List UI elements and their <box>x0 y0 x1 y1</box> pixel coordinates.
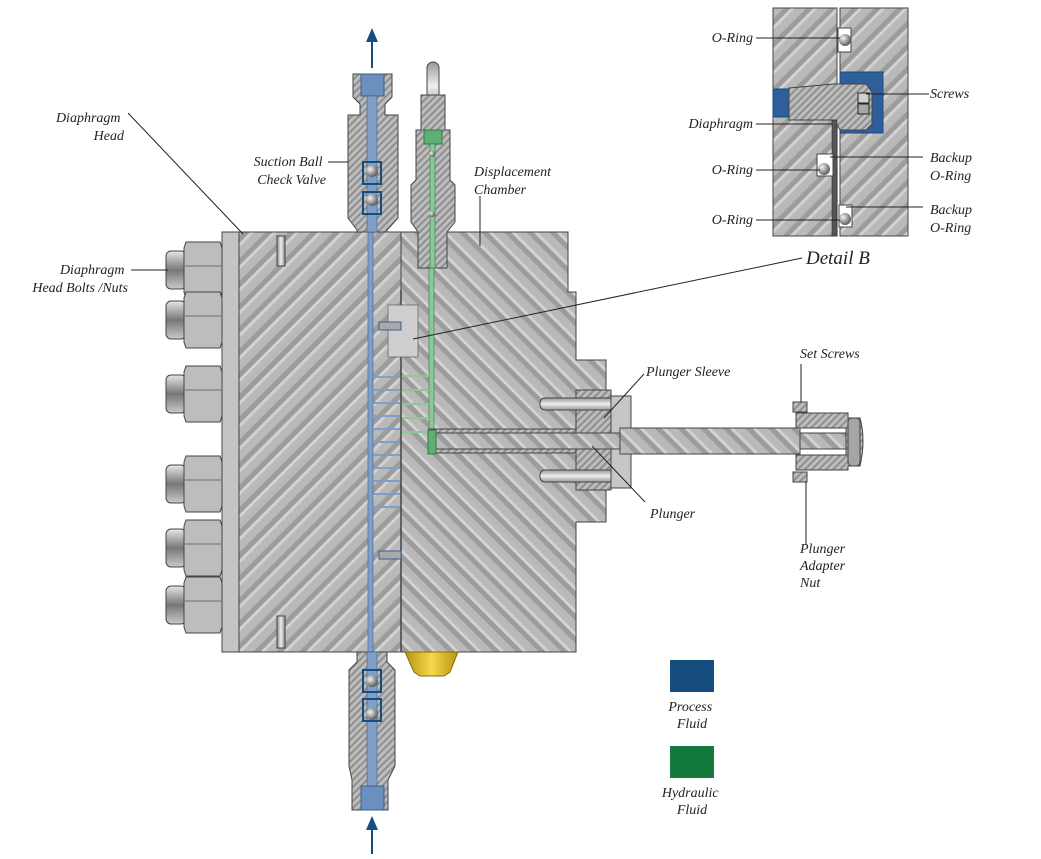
hex-nut <box>183 241 223 299</box>
label-diaphragm-head: Diaphragm Head <box>55 111 125 144</box>
hex-nut <box>183 291 223 349</box>
discharge-bore <box>366 95 378 233</box>
detail-screw-2 <box>857 103 870 115</box>
suction-check-valve <box>348 651 396 811</box>
diaphragm-screw-bottom <box>378 550 402 560</box>
alignment-pin-top <box>276 235 286 267</box>
detail-left-block <box>772 7 838 237</box>
plunger-adapter-nut <box>792 401 864 483</box>
fitting-hydraulic-bore <box>429 143 436 269</box>
label-detail-oring-mid: O-Ring <box>712 163 753 178</box>
legend-swatch-process-fluid <box>670 660 714 692</box>
hydraulic-fluid-holes <box>402 375 429 433</box>
label-plunger-sleeve: Plunger Sleeve <box>645 365 730 380</box>
set-screw-bottom <box>792 471 808 483</box>
check-ball-2 <box>366 194 378 206</box>
head-plate <box>221 231 240 653</box>
detail-diaphragm <box>831 119 838 237</box>
hex-nut <box>183 519 223 577</box>
legend-label-hydraulic-fluid: Hydraulic Fluid <box>661 786 722 818</box>
check-ball-1 <box>366 165 378 177</box>
check-ball-3 <box>366 675 378 687</box>
valve-cage-1 <box>362 161 382 185</box>
leader-lines <box>127 37 929 545</box>
head-bolts-nuts <box>165 241 223 634</box>
label-displacement-chamber: Displacement Chamber <box>473 165 554 198</box>
fitting-green-cap <box>423 129 443 145</box>
suction-flow-arrow <box>366 816 378 854</box>
detail-b-inset <box>772 7 909 237</box>
label-detail-oring-top: O-Ring <box>712 31 753 46</box>
sleeve-bolt-top <box>539 397 621 411</box>
plunger-rod <box>619 427 801 455</box>
label-head-bolts-nuts: Diaphragm Head Bolts /Nuts <box>31 263 128 296</box>
label-detail-screws: Screws <box>930 87 970 102</box>
valve-cage-2 <box>362 191 382 215</box>
hex-nut <box>183 455 223 513</box>
sleeve-bolt-bottom <box>539 469 621 483</box>
detail-oring-top <box>839 34 851 46</box>
valve-cage-3 <box>362 669 382 693</box>
hydraulic-plunger-tip <box>427 429 437 455</box>
fitting-ball-1 <box>429 151 435 157</box>
valve-cage-4 <box>362 698 382 722</box>
bolt-end <box>165 528 187 568</box>
diaphragm-screw-top <box>378 321 402 331</box>
bolt-end <box>165 464 187 504</box>
legend-label-process-fluid: Process Fluid <box>667 700 715 732</box>
hydraulic-relief-fitting <box>410 61 456 269</box>
alignment-pin-bottom <box>276 615 286 649</box>
label-detail-backup-oring-1: Backup O-Ring <box>930 151 975 184</box>
hex-nut <box>183 576 223 634</box>
plunger-assembly <box>427 389 847 491</box>
legend: Process Fluid Hydraulic Fluid <box>661 660 722 818</box>
check-ball-4 <box>366 708 378 720</box>
process-fluid-channel <box>367 231 374 653</box>
suction-port <box>360 785 385 811</box>
label-suction-ball-check-valve: Suction Ball Check Valve <box>254 155 326 188</box>
label-set-screws: Set Screws <box>800 347 860 362</box>
bolt-end <box>165 250 187 290</box>
label-detail-oring-bottom: O-Ring <box>712 213 753 228</box>
label-plunger-adapter-nut: Plunger Adapter Nut <box>799 542 849 591</box>
detail-inlet-channel <box>772 88 790 118</box>
legend-swatch-hydraulic-fluid <box>670 746 714 778</box>
label-detail-b: Detail B <box>805 248 870 269</box>
discharge-port <box>360 73 385 97</box>
detail-oring-mid <box>818 163 830 175</box>
yellow-drain-fitting <box>404 651 459 677</box>
hex-nut <box>183 365 223 423</box>
discharge-check-valve <box>347 73 399 233</box>
detail-b-region <box>387 304 419 358</box>
adapter-nut-head <box>847 417 861 467</box>
detail-oring-bottom <box>839 213 851 225</box>
label-plunger: Plunger <box>649 507 696 522</box>
label-detail-diaphragm: Diaphragm <box>687 117 753 132</box>
detail-diaphragm-clamp <box>788 83 873 131</box>
bolt-end <box>165 374 187 414</box>
bolt-end <box>165 300 187 340</box>
set-screw-top <box>792 401 808 413</box>
label-detail-backup-oring-2: Backup O-Ring <box>930 203 975 236</box>
discharge-flow-arrow <box>366 28 378 68</box>
process-fluid-holes <box>373 376 400 508</box>
detail-screw-1 <box>857 92 870 104</box>
bolt-end <box>165 585 187 625</box>
fitting-ball-2 <box>429 211 435 217</box>
